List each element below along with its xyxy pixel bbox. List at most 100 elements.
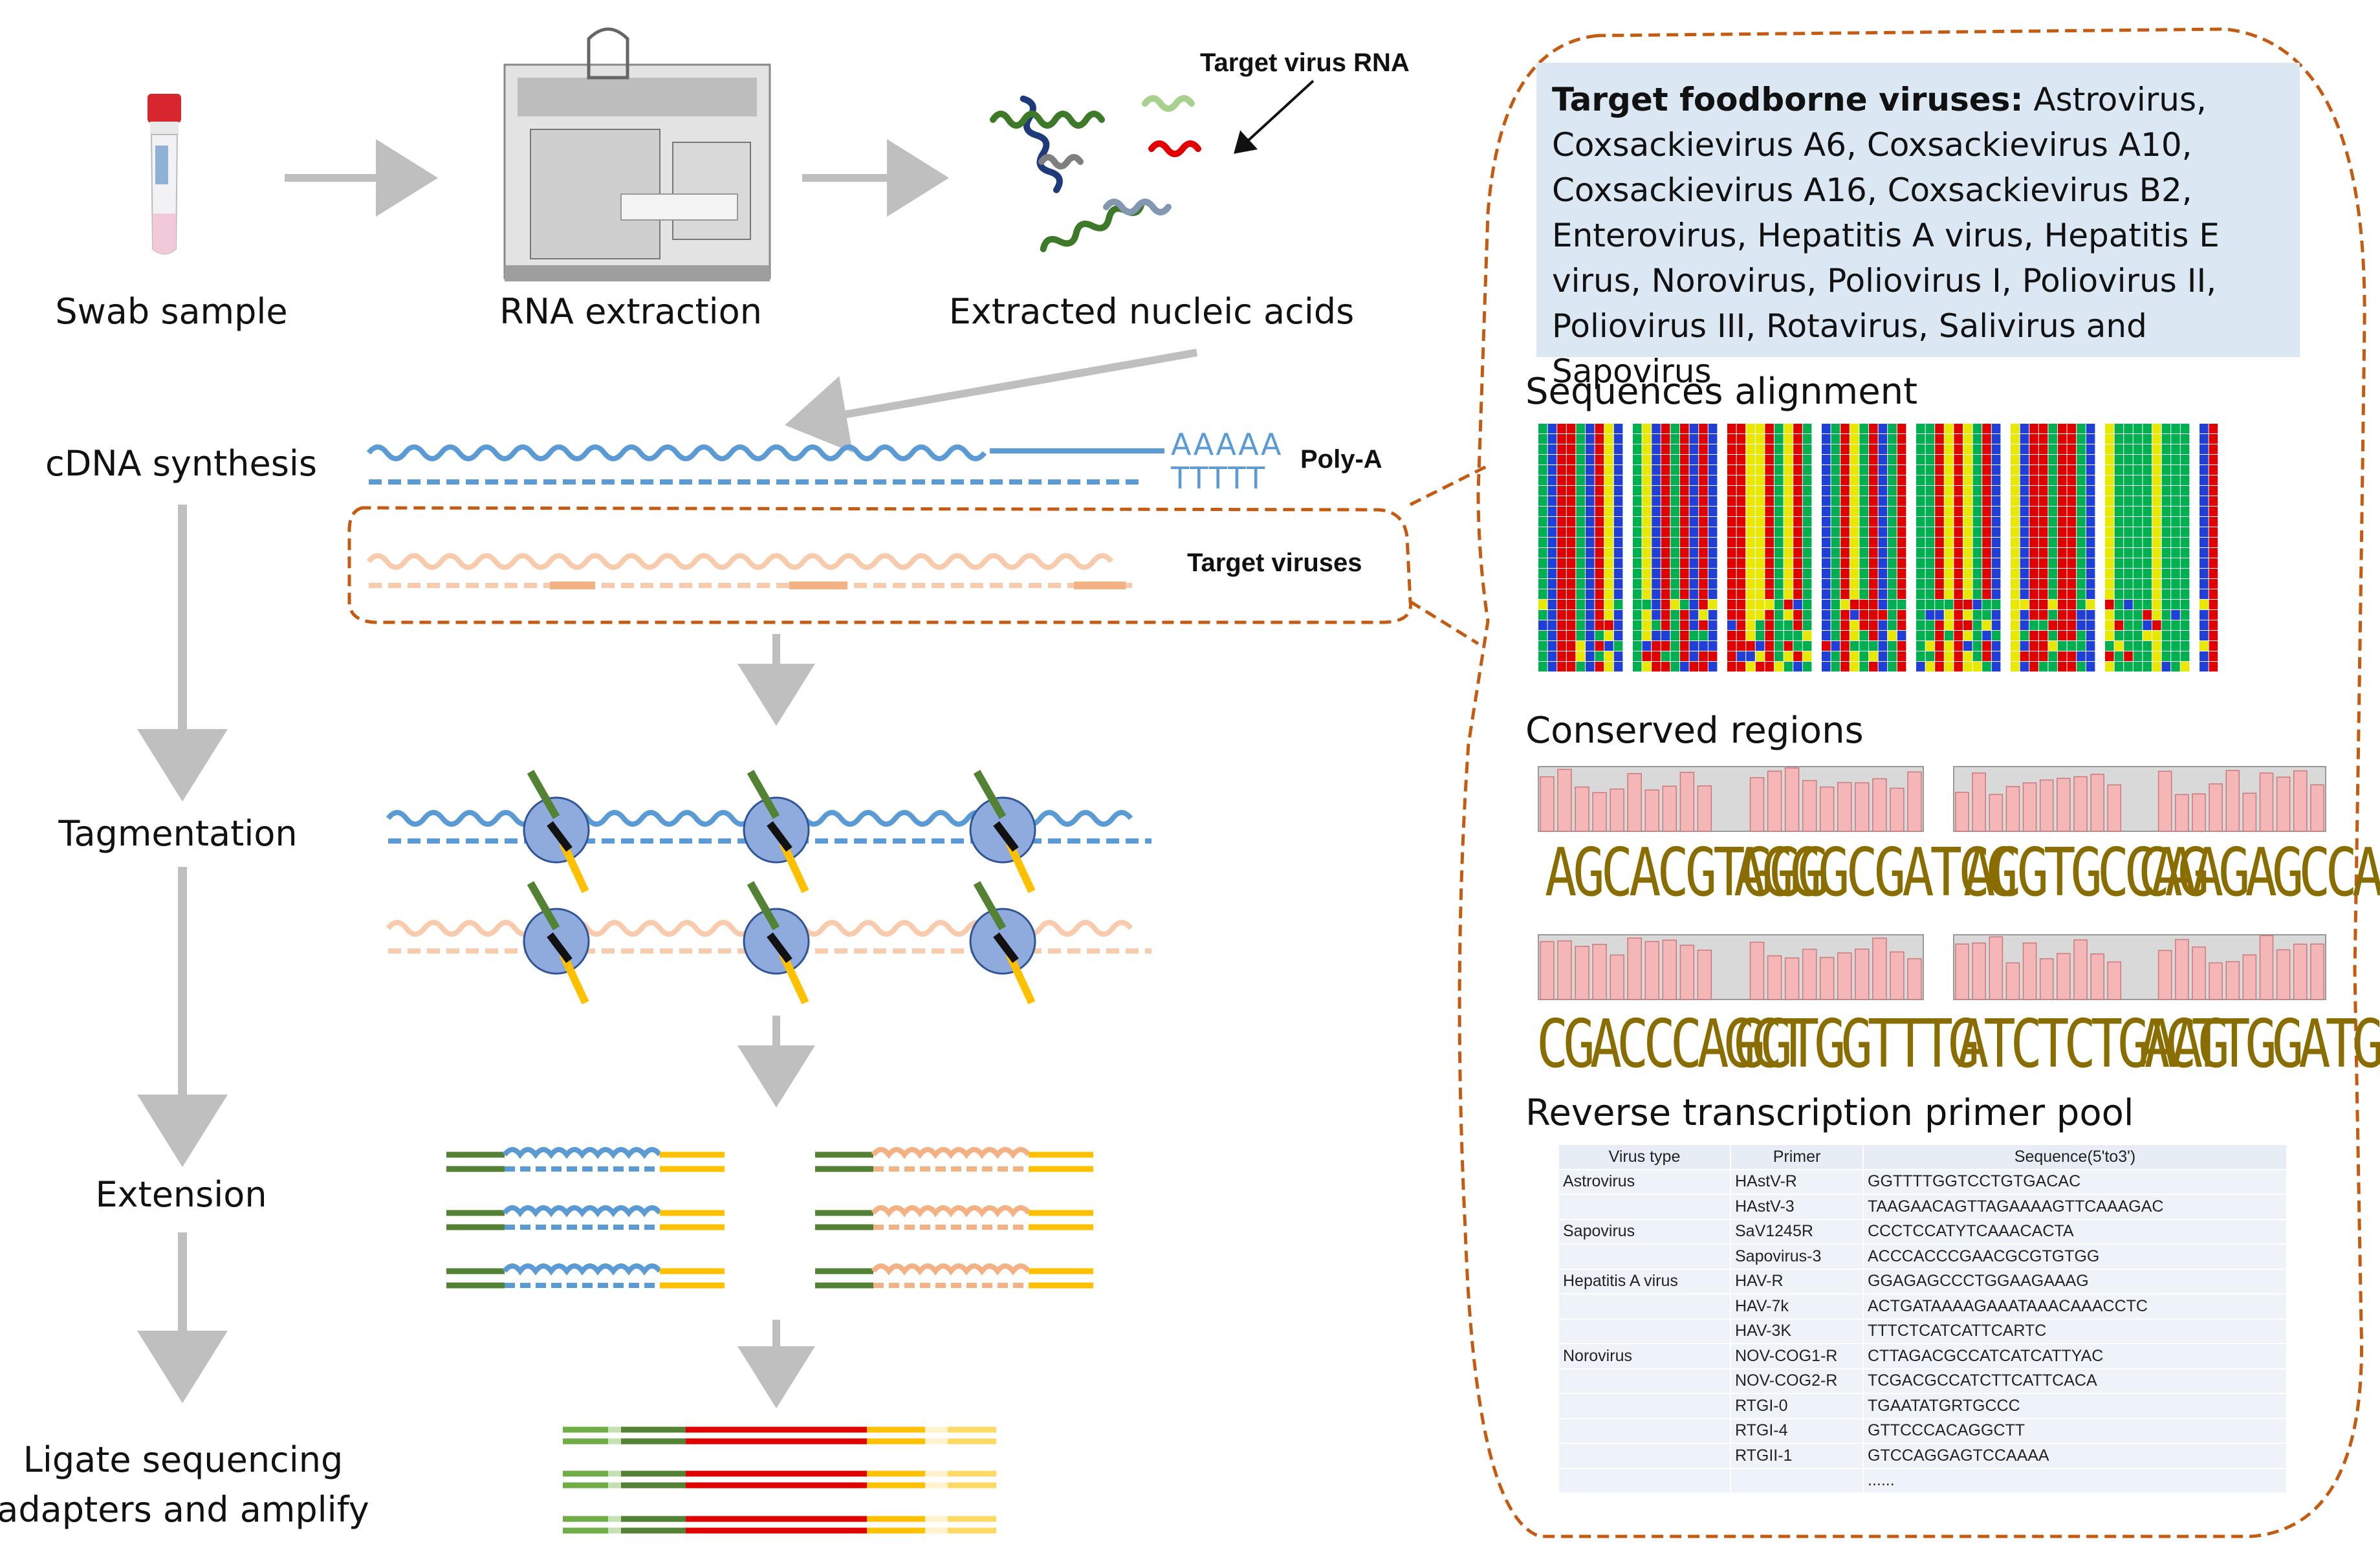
alignment-cell [1586,444,1595,454]
alignment-cell [2020,517,2029,527]
alignment-cell [1557,651,1566,661]
alignment-cell [1689,589,1699,599]
alignment-cell [1991,475,2001,485]
alignment-cell [2161,569,2171,578]
alignment-cell [1642,475,1652,485]
alignment-cell [1869,517,1878,527]
alignment-cell [1963,527,1972,537]
alignment-cell [2077,600,2086,609]
alignment-cell [1991,558,2001,568]
alignment-cell [1944,600,1954,609]
alignment-cell [1840,600,1850,609]
alignment-cell [1604,641,1613,651]
alignment-cell [1944,579,1954,589]
alignment-cell [2067,507,2077,516]
alignment-cell [1831,631,1840,640]
alignment-cell [2048,610,2057,620]
conservation-bar [2175,794,2189,832]
alignment-cell [2077,507,2086,516]
alignment-cell [1793,496,1802,506]
conservation-bar [1890,787,1905,832]
alignment-cell [1576,662,1585,671]
alignment-cell [1991,569,2001,578]
alignment-cell [1604,569,1613,578]
alignment-cell [2086,444,2095,454]
alignment-cell [2171,455,2180,464]
conservation-bar [2276,949,2291,1000]
alignment-cell [1708,641,1718,651]
alignment-cell [1954,569,1963,578]
alignment-cell [1897,517,1906,527]
alignment-cell [1802,651,1812,661]
alignment-cell [1670,579,1679,589]
alignment-cell [2011,631,2020,640]
conservation-bar [2175,939,2189,1000]
step-extracted-nucleic-acids: Extracted nucleic acids [948,291,1355,332]
alignment-cell [1925,486,1935,496]
alignment-cell [2143,589,2152,599]
alignment-cell [1680,620,1689,630]
conservation-bar [2005,786,2020,832]
cell-virus-type: Sapovirus [1559,1219,1731,1245]
cell-sequence: GGTTTTGGTCCTGTGACAC [1863,1169,2287,1195]
alignment-cell [2029,569,2038,578]
alignment-cell [1680,527,1689,537]
alignment-cell [1595,538,1604,547]
alignment-cell [1897,538,1906,547]
alignment-cell [2124,589,2133,599]
alignment-cell [1935,444,1944,454]
alignment-cell [2067,517,2077,527]
alignment-cell [2143,527,2152,537]
alignment-cell [1784,610,1793,620]
alignment-cell [1840,579,1850,589]
alignment-cell [1576,465,1585,475]
alignment-cell [1982,631,1991,640]
alignment-cell [1699,507,1708,516]
alignment-cell [1633,651,1642,661]
alignment-cell [2124,641,2133,651]
alignment-cell [1765,631,1774,640]
alignment-cell [1840,496,1850,506]
alignment-cell [1538,517,1547,527]
alignment-cell [1661,517,1670,527]
alignment-cell [1774,455,1784,464]
alignment-cell [1991,641,2001,651]
alignment-cell [1547,620,1557,630]
alignment-cell [1576,600,1585,609]
alignment-cell [2038,620,2048,630]
alignment-cell [1755,434,1765,444]
alignment-cell [1736,538,1746,547]
alignment-cell [2200,589,2209,599]
alignment-cell [1680,558,1689,568]
cell-virus-type [1559,1294,1731,1320]
alignment-cell [1652,662,1661,671]
alignment-cell [2029,589,2038,599]
cell-sequence: ACCCACCCGAACGCGTGTGG [1863,1244,2287,1270]
alignment-cell [1888,455,1897,464]
conservation-bar [2022,782,2037,832]
alignment-heading: Sequences alignment [1525,371,1918,413]
conservation-bar [2022,942,2037,1000]
alignment-cell [1802,465,1812,475]
alignment-cell [1878,662,1888,671]
alignment-cell [1774,507,1784,516]
alignment-cell [2048,444,2057,454]
alignment-cell [1661,600,1670,609]
alignment-cell [2161,496,2171,506]
alignment-cell [1689,538,1699,547]
alignment-cell [1765,620,1774,630]
alignment-cell [2143,651,2152,661]
alignment-cell [1661,538,1670,547]
alignment-cell [1793,517,1802,527]
alignment-cell [1746,662,1755,671]
alignment-cell [2114,455,2124,464]
alignment-cell [1925,465,1935,475]
alignment-cell [1689,600,1699,609]
alignment-cell [1727,620,1736,630]
alignment-cell [2077,517,2086,527]
alignment-cell [1661,434,1670,444]
alignment-cell [1784,600,1793,609]
alignment-cell [2143,424,2152,433]
